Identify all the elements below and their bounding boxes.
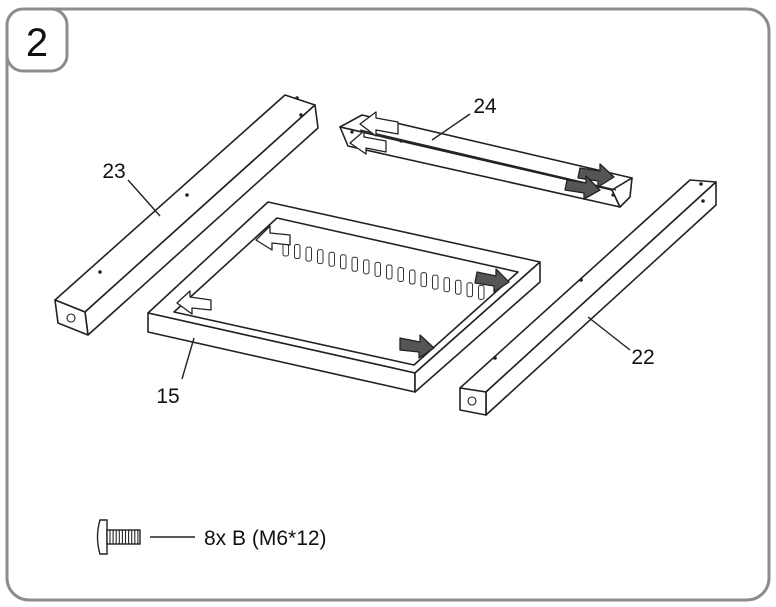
arrow-dark-icon [399, 334, 435, 359]
part-23-beam [54, 94, 319, 336]
tray-slot [478, 284, 485, 300]
label-22-group: 22 [587, 316, 655, 369]
tray-slot [443, 277, 450, 293]
label-24-group: 24 [431, 95, 497, 141]
tray-slot [294, 244, 301, 260]
part-22-beam [459, 179, 717, 416]
arrow-white-icon [359, 111, 399, 137]
hardware-callout: 8x B (M6*12) [96, 519, 327, 555]
tray-slot [305, 246, 312, 262]
arrow-dark-icon [577, 163, 615, 188]
tray-slot [409, 269, 416, 285]
label-15-group: 15 [156, 337, 195, 408]
tray-slot [317, 249, 324, 265]
step-badge: 2 [5, 7, 69, 73]
part-24-rail [339, 111, 633, 208]
arrow-white-icon [255, 225, 291, 251]
arrow-white-icon [176, 290, 212, 315]
label-23-group: 23 [102, 160, 161, 217]
label-15: 15 [156, 385, 179, 408]
step-number: 2 [26, 21, 48, 65]
label-23: 23 [102, 160, 125, 183]
tray-slot [455, 279, 462, 295]
tray-slot [351, 256, 358, 272]
hardware-label: 8x B (M6*12) [204, 527, 327, 550]
tray-slot [466, 282, 473, 298]
tray-slot [432, 274, 439, 290]
part-15-tray [147, 201, 541, 393]
tray-slot [386, 264, 393, 280]
label-22: 22 [631, 346, 654, 369]
tray-slot [374, 261, 381, 277]
tray-slot [328, 251, 335, 267]
screw-icon [96, 519, 141, 555]
label-24: 24 [473, 95, 497, 118]
arrow-dark-icon [474, 268, 510, 293]
tray-slot [363, 259, 370, 275]
tray-slot [397, 267, 404, 282]
arrow-white-icon [349, 130, 387, 155]
tray-slot [340, 254, 347, 270]
tray-slot [420, 272, 427, 288]
arrow-dark-icon [564, 175, 601, 200]
